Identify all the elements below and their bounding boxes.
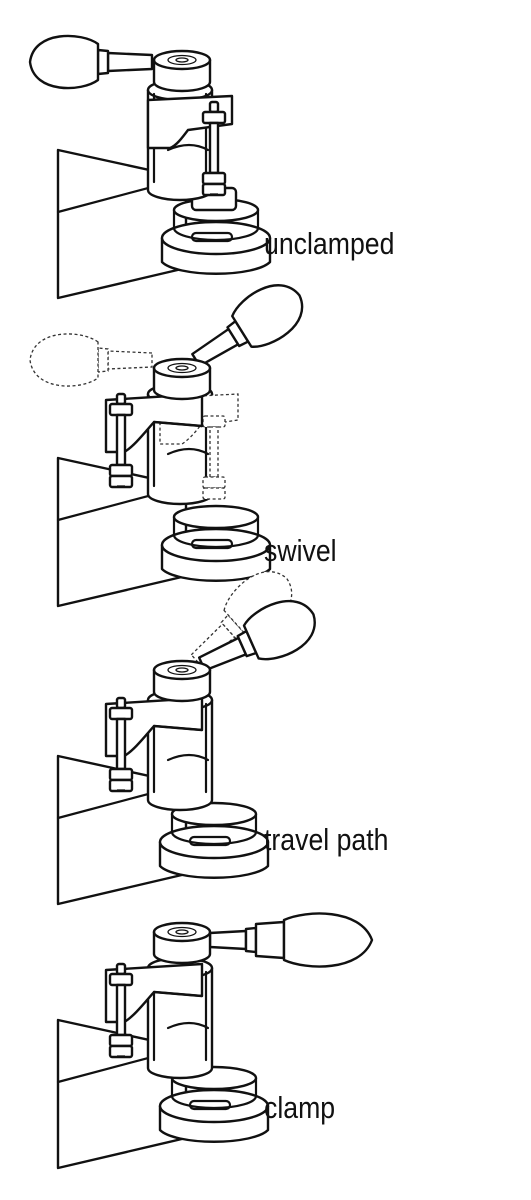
stage-label-travel-path: travel path: [264, 822, 389, 857]
stage-unclamped-illustration: [28, 34, 272, 300]
stage-label-unclamped: unclamped: [264, 226, 395, 261]
stage-travel-path-illustration: [56, 571, 326, 906]
stage-swivel-illustration: [29, 272, 315, 608]
stage-clamp-illustration: [56, 912, 374, 1170]
stage-label-swivel: swivel: [264, 533, 337, 568]
stage-label-clamp: clamp: [264, 1090, 336, 1125]
